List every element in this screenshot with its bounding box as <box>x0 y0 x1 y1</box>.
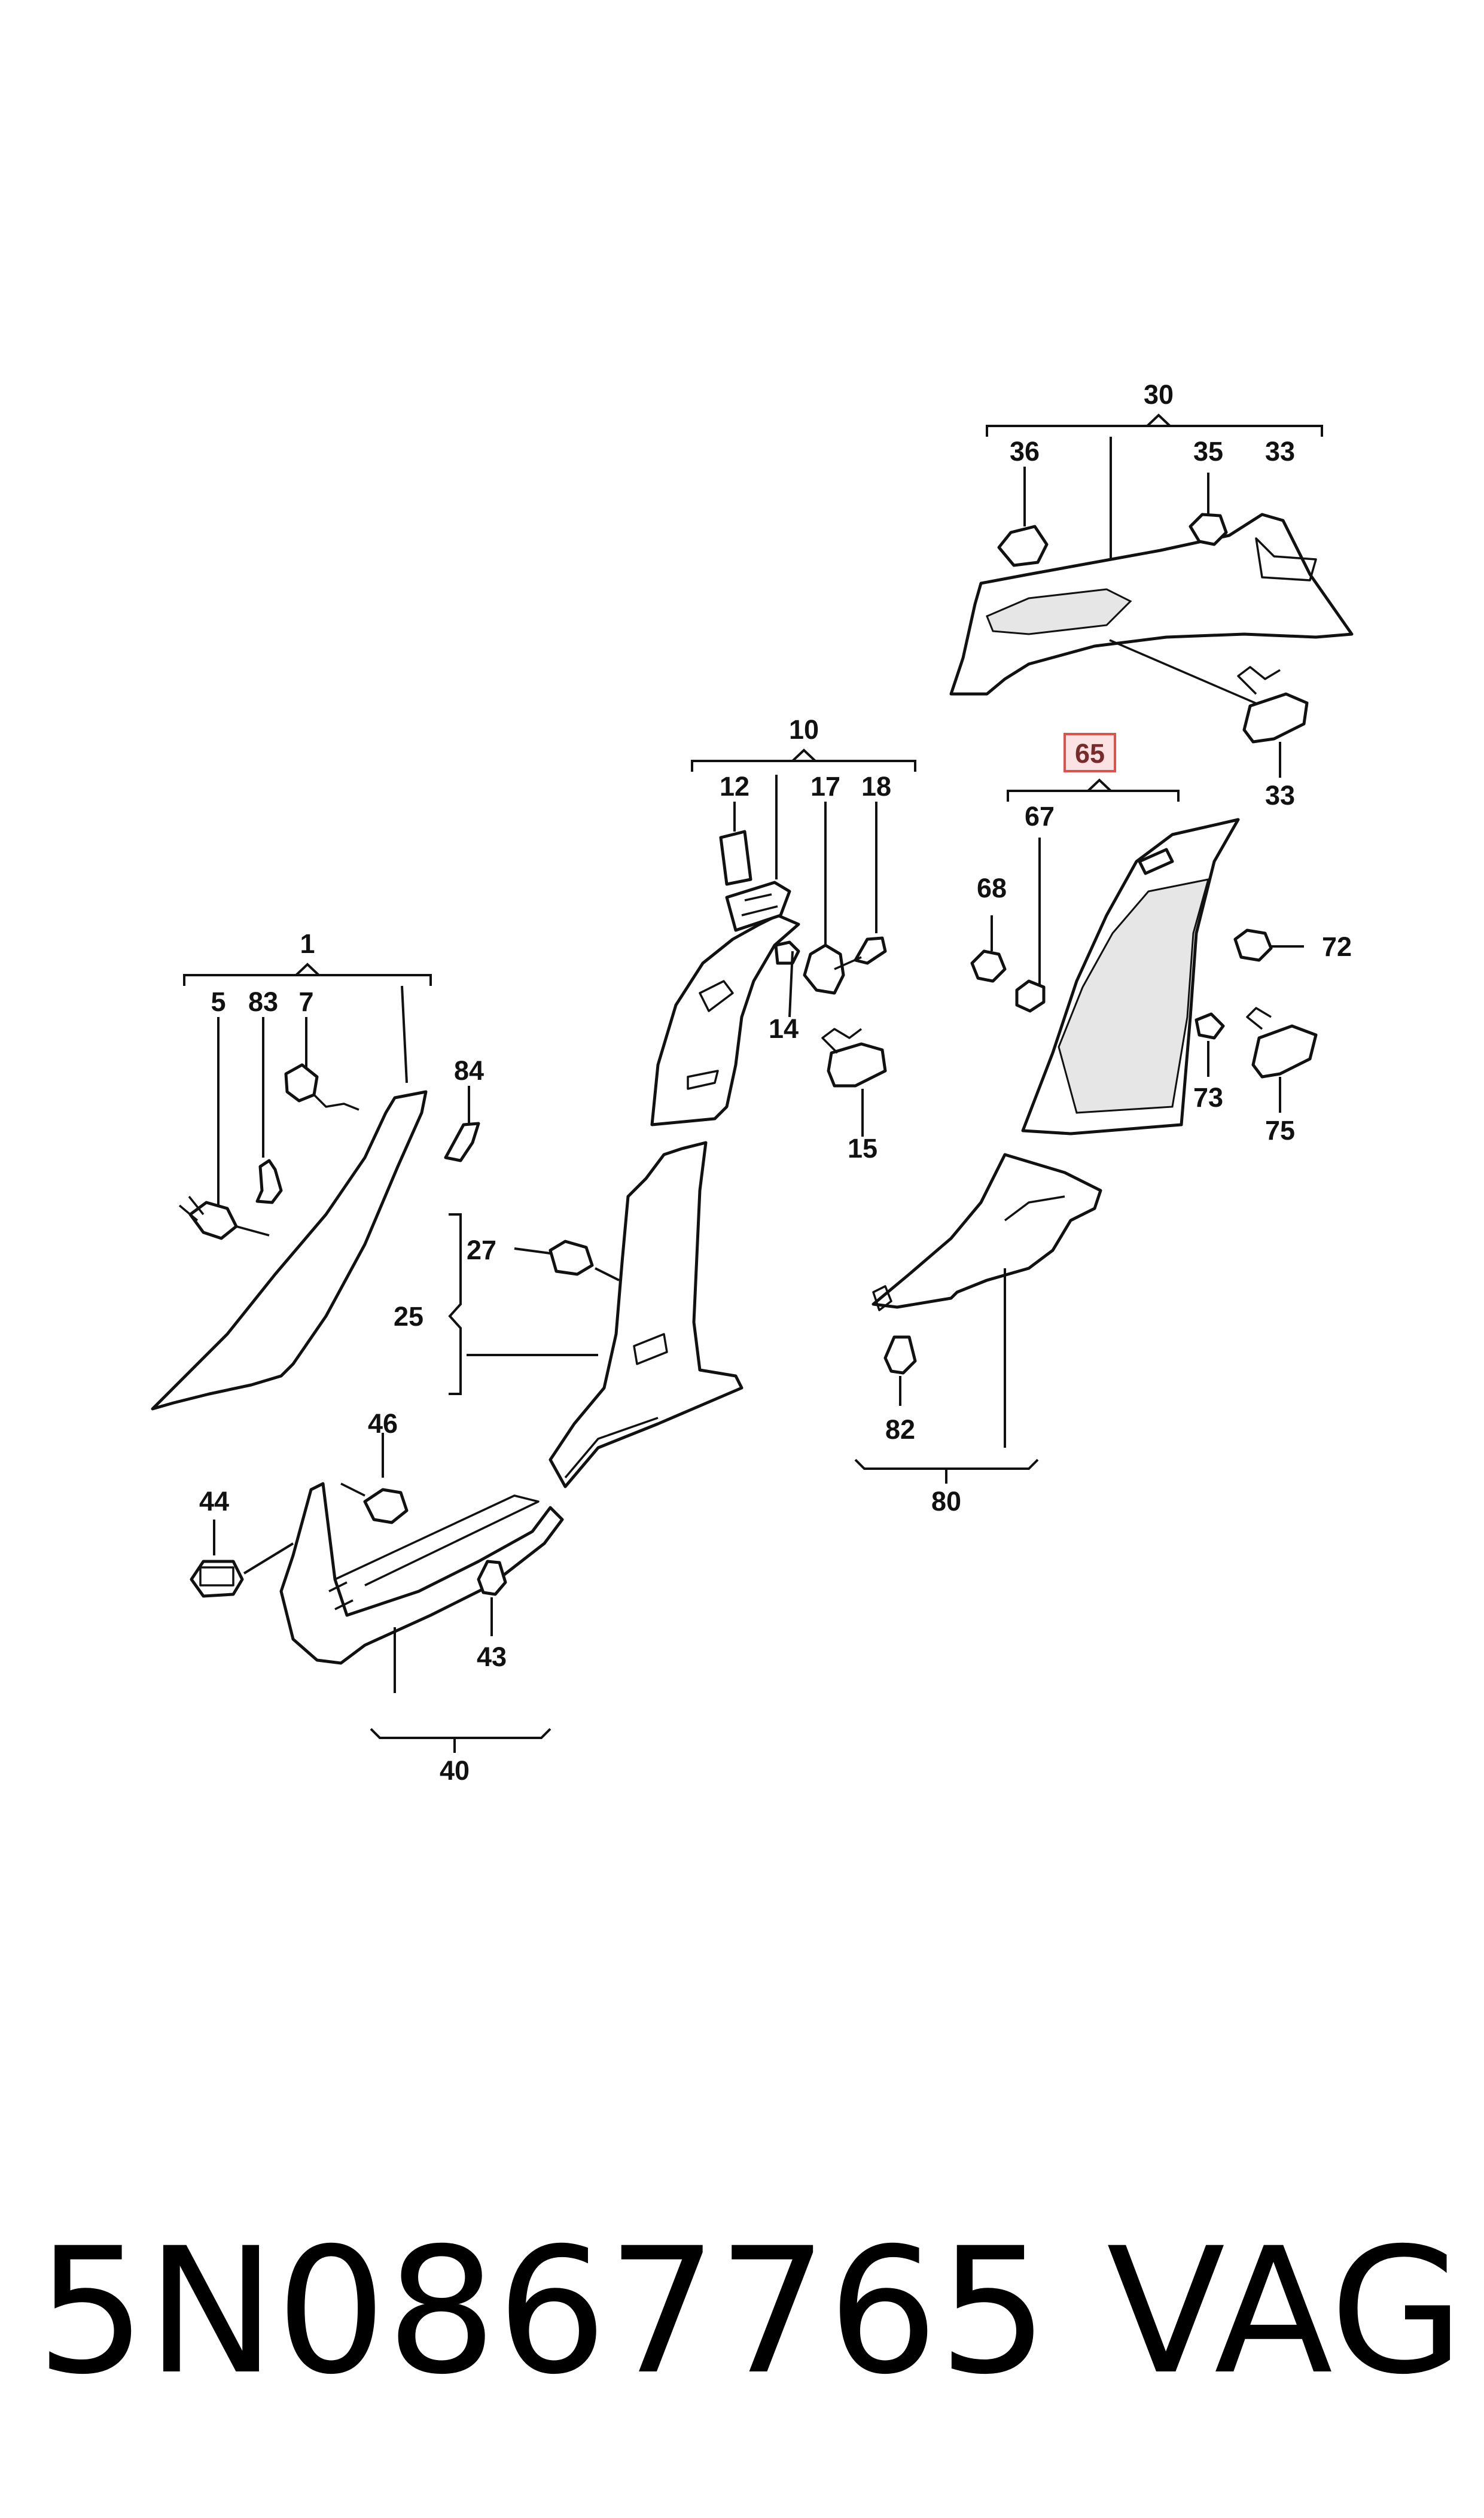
a-pillar-trim-panel[interactable] <box>151 1090 428 1411</box>
clip-46[interactable] <box>363 1488 409 1524</box>
clip-36[interactable] <box>997 525 1049 567</box>
clip-27[interactable] <box>548 1240 594 1276</box>
callout-80: 80 <box>931 1486 961 1517</box>
group-80-rear-side-trim <box>854 1153 1102 1484</box>
callout-67: 67 <box>1025 801 1055 832</box>
cover-84[interactable] <box>444 1122 480 1162</box>
clip-44[interactable] <box>190 1560 244 1598</box>
callout-7: 7 <box>298 987 313 1017</box>
callout-44: 44 <box>199 1486 229 1517</box>
b-pillar-upper-trim[interactable] <box>650 914 800 1126</box>
callout-15: 15 <box>848 1133 877 1164</box>
callout-30: 30 <box>1144 379 1174 410</box>
clip-35[interactable] <box>1189 513 1228 546</box>
part-number: 5N0867765 <box>36 2211 1049 2413</box>
callout-68: 68 <box>977 873 1007 903</box>
group-30-c-pillar-trim <box>949 413 1354 778</box>
callout-84: 84 <box>454 1055 484 1086</box>
callout-73: 73 <box>1193 1082 1223 1113</box>
callout-10: 10 <box>789 714 819 745</box>
callout-43: 43 <box>477 1642 507 1672</box>
callout-65[interactable]: 65 <box>1075 738 1105 769</box>
screw-73[interactable] <box>1194 1012 1225 1040</box>
group-1-a-pillar-trim <box>151 963 480 1411</box>
callout-35: 35 <box>1193 436 1223 467</box>
callout-36: 36 <box>1010 436 1040 467</box>
sill-trim-panel[interactable] <box>279 1482 564 1665</box>
callout-5: 5 <box>211 987 226 1017</box>
bolt-18[interactable] <box>854 936 887 965</box>
group-25-b-pillar-lower <box>448 1141 743 1488</box>
clip-7[interactable] <box>284 1063 319 1103</box>
callout-82: 82 <box>885 1414 915 1445</box>
callout-83: 83 <box>248 987 278 1017</box>
cap-72[interactable] <box>1233 928 1273 962</box>
grab-cap-15[interactable] <box>827 1042 887 1088</box>
clip-43[interactable] <box>477 1560 507 1596</box>
callout-18: 18 <box>861 771 891 802</box>
callout-labels: 1 5 83 7 84 10 12 17 18 14 15 30 36 35 3… <box>199 379 1352 1786</box>
grab-cap-75[interactable] <box>1251 1024 1318 1079</box>
callout-25: 25 <box>394 1301 423 1332</box>
group-65-c-pillar-lower <box>970 778 1318 1135</box>
group-10-b-pillar-upper <box>650 748 916 1137</box>
callout-72: 72 <box>1322 931 1352 962</box>
callout-33-top: 33 <box>1265 436 1295 467</box>
clip-82[interactable] <box>883 1335 917 1375</box>
callout-12: 12 <box>720 771 749 802</box>
b-pillar-lower-trim[interactable] <box>548 1141 743 1488</box>
callout-65-highlight <box>1064 733 1116 772</box>
screw-14[interactable] <box>774 940 800 965</box>
callout-17: 17 <box>810 771 840 802</box>
group-40-sill-trim <box>190 1482 564 1753</box>
plug-17[interactable] <box>803 943 845 995</box>
callout-40: 40 <box>440 1755 470 1786</box>
clip-12[interactable] <box>719 830 752 886</box>
c-pillar-trim-panel[interactable] <box>949 513 1354 696</box>
callout-27: 27 <box>467 1235 496 1265</box>
callout-33-bottom: 33 <box>1265 780 1295 811</box>
clip-68[interactable] <box>970 949 1007 983</box>
seal-83[interactable] <box>255 1159 283 1204</box>
callout-75: 75 <box>1265 1115 1295 1146</box>
grab-cap-33[interactable] <box>1242 692 1309 744</box>
clip-67[interactable] <box>1015 979 1046 1013</box>
rear-side-trim[interactable] <box>871 1153 1102 1309</box>
callout-1: 1 <box>300 928 315 959</box>
footer: 5N0867765 VAG <box>36 2213 1471 2411</box>
brand-name: VAG <box>1107 2211 1464 2413</box>
callout-14: 14 <box>769 1013 799 1044</box>
